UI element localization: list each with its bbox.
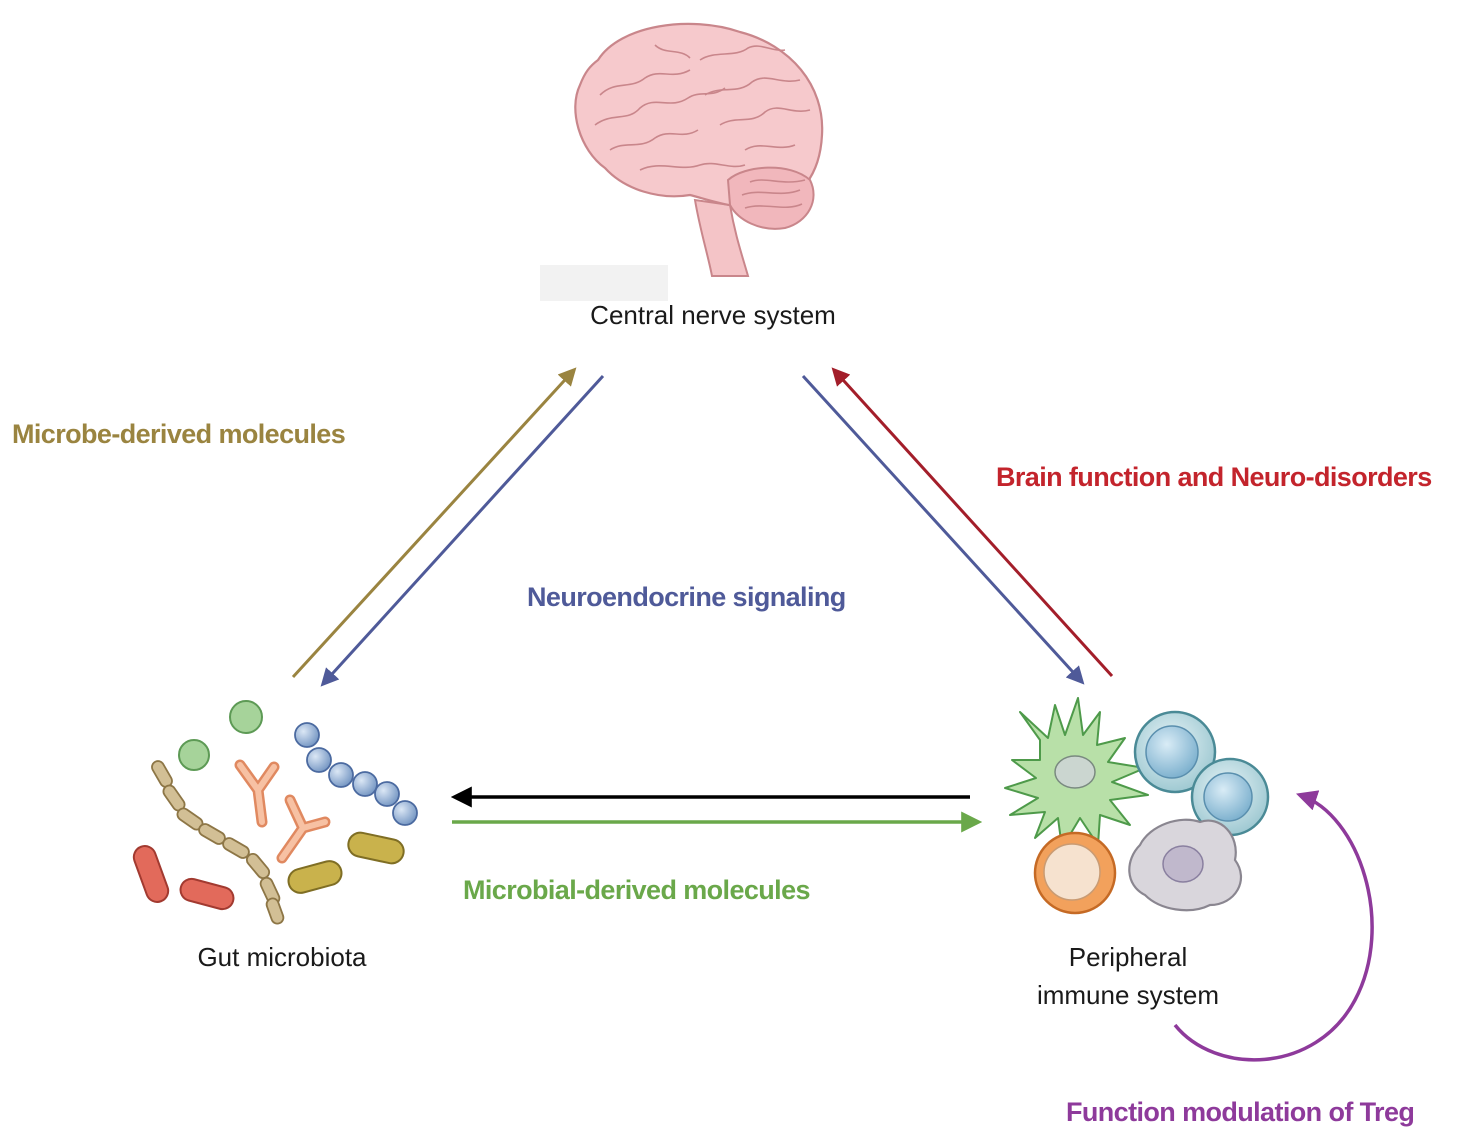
gut-label: Gut microbiota (197, 942, 367, 972)
microbial-derived-label: Microbial-derived molecules (463, 875, 810, 905)
arrow-treg-self-loop (1173, 790, 1374, 1062)
cns-label: Central nerve system (590, 300, 836, 330)
neuroendocrine-label: Neuroendocrine signaling (527, 582, 846, 612)
immune-label-line1: Peripheral (1069, 942, 1188, 972)
label-highlight-block (540, 265, 668, 301)
microbe-derived-label: Microbe-derived molecules (12, 419, 345, 449)
brain-function-label: Brain function and Neuro-disorders (996, 462, 1432, 492)
brain-icon (574, 22, 824, 277)
immune-label-line2: immune system (1037, 980, 1219, 1010)
arrow-cns-to-gut (320, 374, 605, 687)
arrow-cns-to-immune (801, 374, 1085, 685)
arrow-gut-to-cns (291, 367, 577, 679)
microbes-icon (132, 700, 418, 925)
immune-cells-icon (1004, 697, 1270, 915)
treg-label: Function modulation of Treg (1066, 1097, 1414, 1127)
arrow-immune-to-cns (831, 367, 1114, 678)
